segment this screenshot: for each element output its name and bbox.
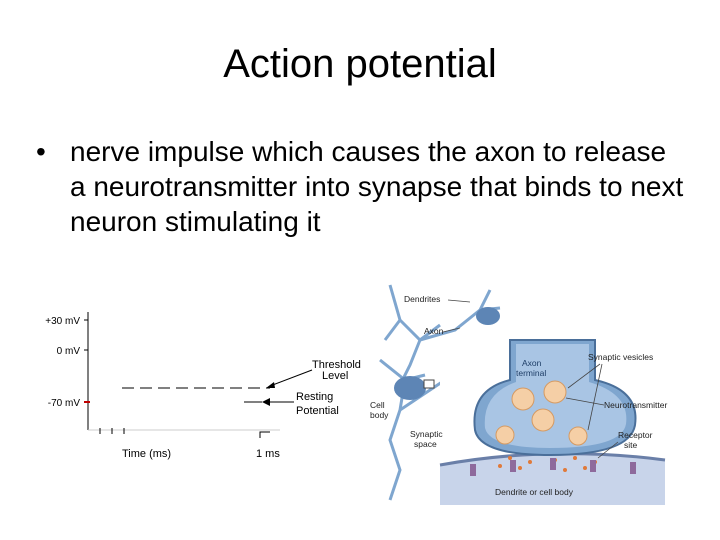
label-cell-1: Cell — [370, 400, 385, 410]
y-label-0: 0 mV — [57, 346, 81, 357]
synaptic-vesicles — [495, 380, 588, 446]
label-axon: Axon — [424, 326, 444, 336]
label-cell-2: body — [370, 410, 389, 420]
slide-title: Action potential — [223, 42, 497, 86]
receptor-sites — [470, 458, 636, 476]
bullet-item: • nerve impulse which causes the axon to… — [36, 134, 686, 239]
scale-bracket — [259, 431, 270, 438]
synapse-zoom-box — [423, 379, 435, 389]
bullet-marker: • — [36, 136, 46, 167]
resting-potential-label: Potential — [296, 405, 339, 417]
bullet-text: nerve impulse which causes the axon to r… — [70, 136, 684, 237]
label-leader-lines — [442, 299, 619, 459]
threshold-arrow — [269, 369, 313, 387]
x-axis-label: Time (ms) — [122, 448, 171, 460]
postsynaptic-membrane — [440, 453, 665, 505]
upper-cell-body — [476, 307, 500, 325]
lower-cell-body — [394, 376, 426, 400]
threshold-level-label: Level — [322, 370, 348, 382]
label-receptor-2: site — [624, 440, 638, 450]
label-axon-terminal-1: Axon — [522, 358, 542, 368]
scale-label: 1 ms — [256, 448, 280, 460]
membrane-potential-graph: +30 mV 0 mV -70 mV Threshold Level Resti… — [45, 312, 361, 460]
label-dendrite-or-cell-body: Dendrite or cell body — [495, 487, 574, 497]
threshold-label: Threshold — [312, 359, 361, 371]
label-synaptic-vesicles: Synaptic vesicles — [588, 352, 653, 362]
neuron-synapse-diagram: Dendrites Axon Cell body Synaptic space … — [370, 284, 667, 505]
label-axon-terminal-2: terminal — [516, 368, 546, 378]
resting-arrow-head — [262, 398, 270, 406]
label-synaptic-space-2: space — [414, 439, 437, 449]
label-neurotransmitter: Neurotransmitter — [604, 400, 667, 410]
threshold-arrow-head — [266, 382, 275, 388]
label-receptor-1: Receptor — [618, 430, 653, 440]
label-synaptic-space-1: Synaptic — [410, 429, 443, 439]
y-label-plus30: +30 mV — [45, 316, 80, 327]
label-dendrites: Dendrites — [404, 294, 440, 304]
y-label-minus70: -70 mV — [48, 398, 81, 409]
resting-label: Resting — [296, 391, 333, 403]
